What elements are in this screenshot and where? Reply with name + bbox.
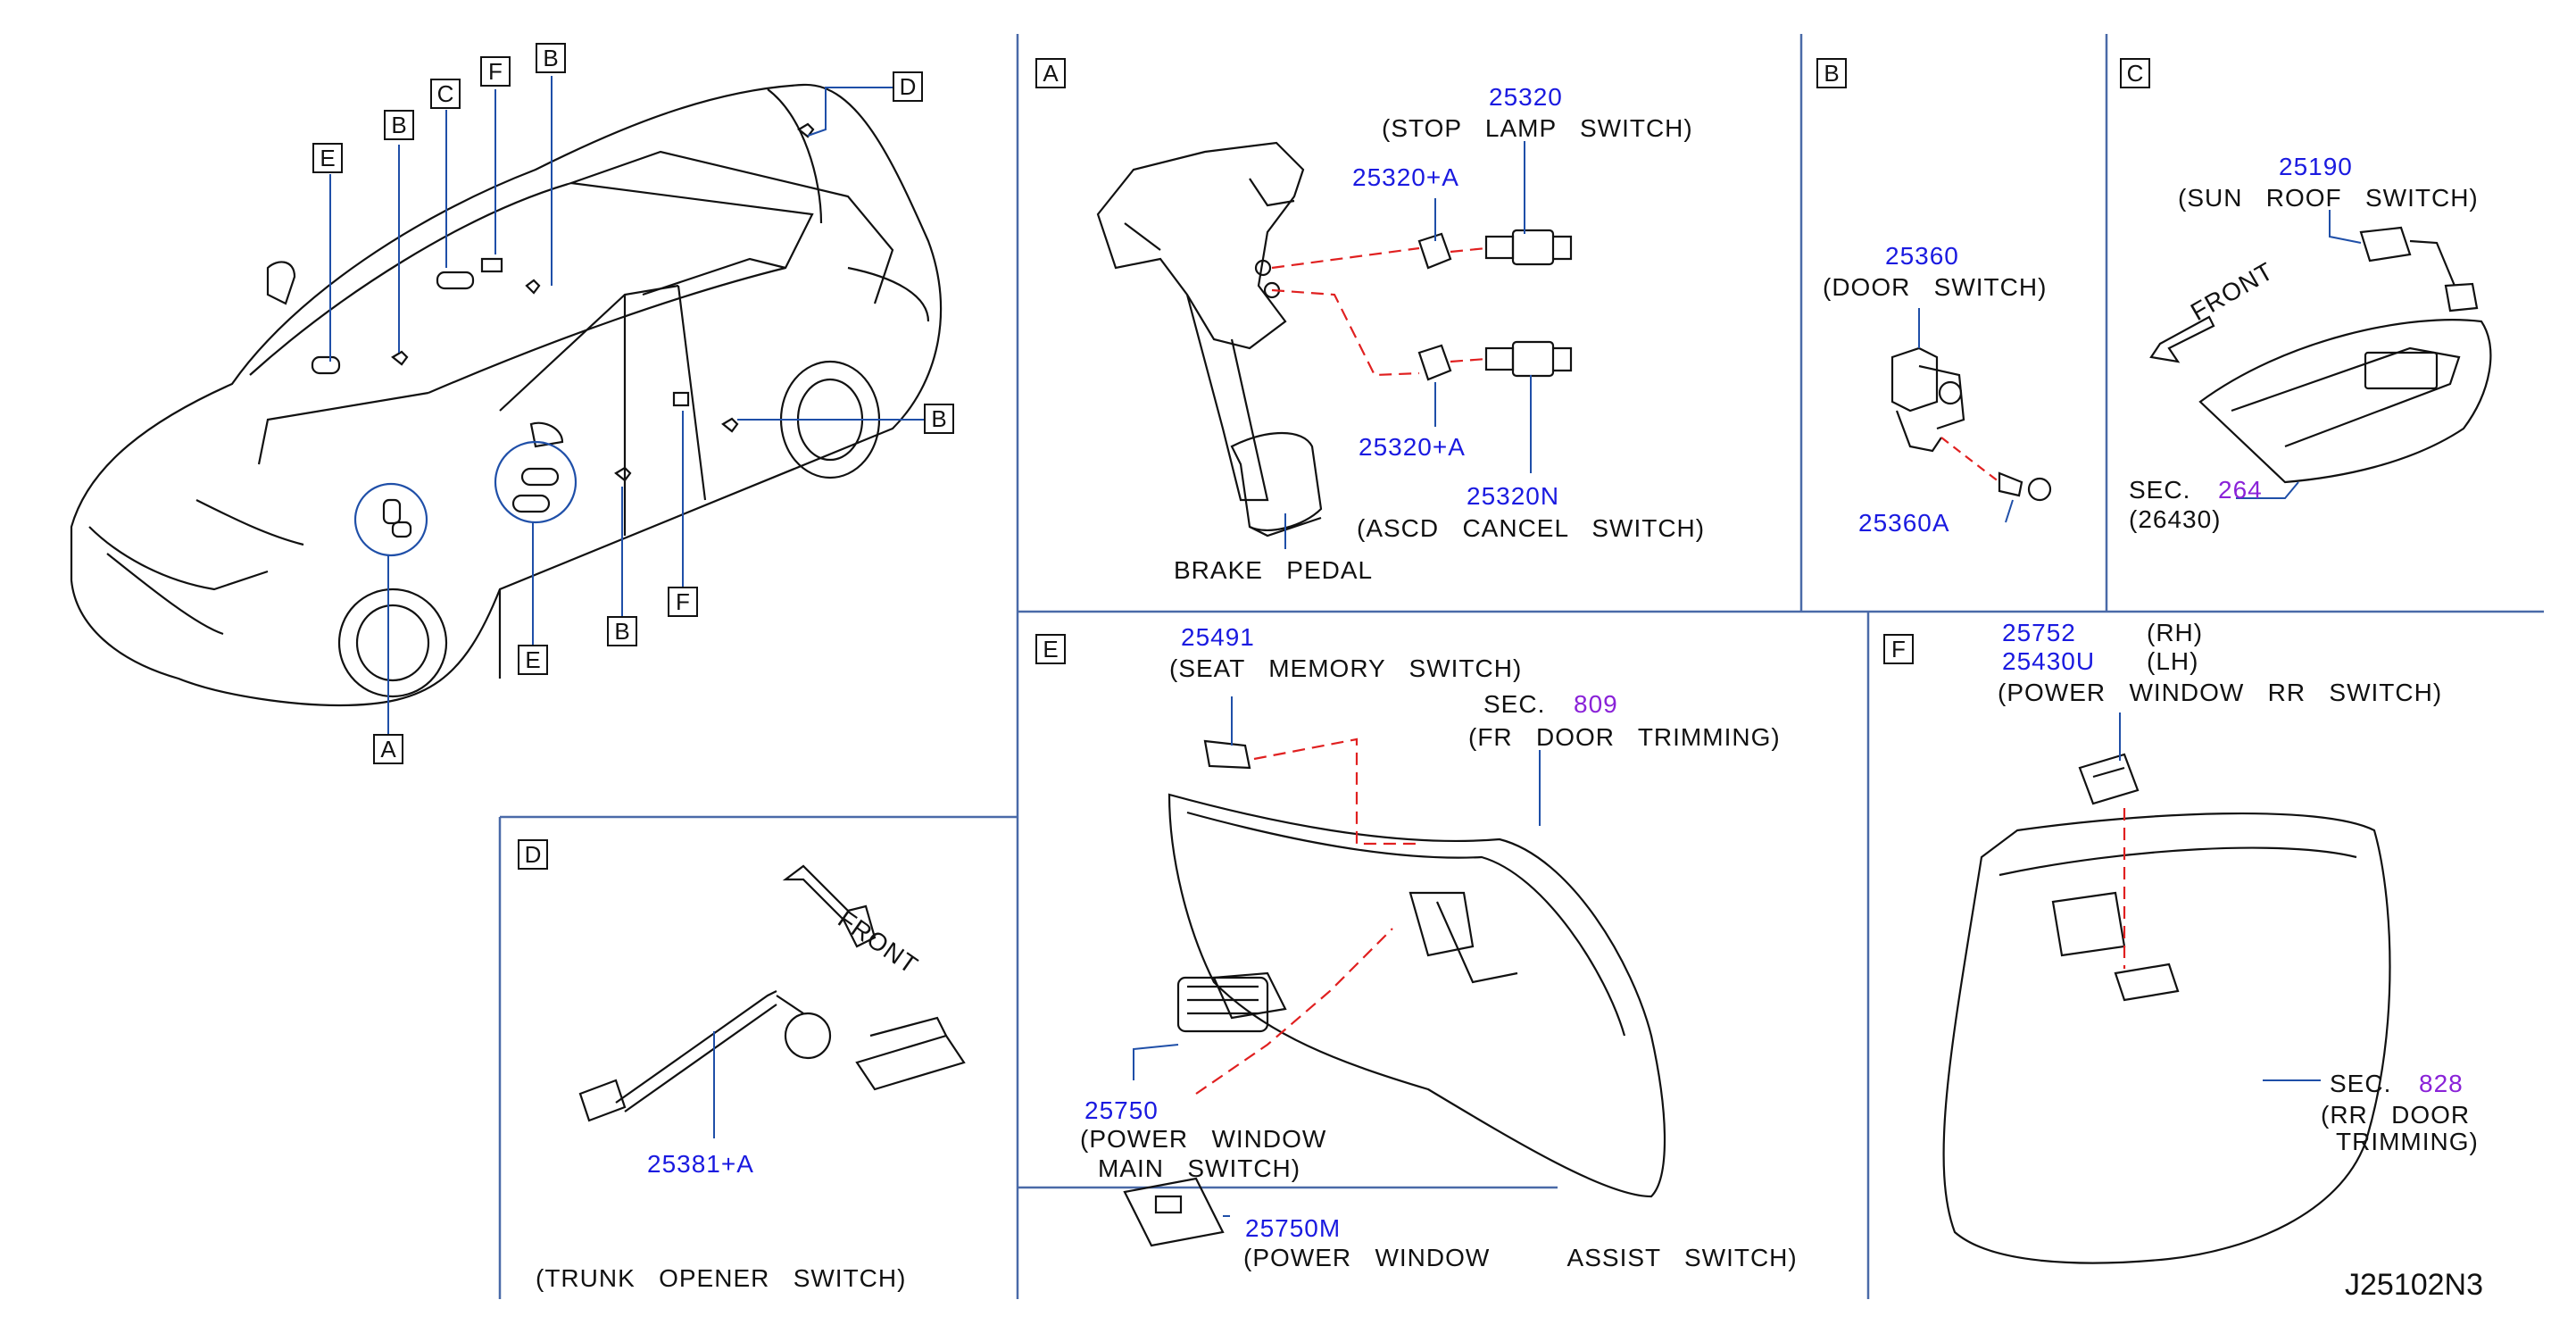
panel-b-dashed-link: [1940, 437, 2000, 483]
panel-a-dashed-links: [1271, 246, 1487, 377]
panel-e-letter: E: [1035, 634, 1066, 664]
brake-pedal-name: BRAKE PEDAL: [1174, 556, 1374, 584]
panel-f-sec-label: SEC.: [2330, 1070, 2392, 1097]
trunk-opener-art: [578, 864, 966, 1122]
stop-lamp-pn: 25320: [1489, 83, 1563, 111]
stop-lamp-nut-pn: 25320+A: [1352, 163, 1459, 191]
rr-switch-rh-pn: 25752: [2002, 619, 2076, 646]
panel-c-sec-subcode: (26430): [2129, 505, 2222, 533]
panel-f-leaders: [2119, 712, 2321, 1081]
callout-B-1: B: [384, 110, 414, 140]
callout-D: D: [893, 71, 923, 102]
door-screw-pn: 25360A: [1858, 509, 1950, 537]
panel-a-letter: A: [1035, 58, 1066, 88]
callout-F-bottom: F: [668, 587, 698, 617]
panel-e-sec-number: 809: [1574, 690, 1618, 718]
panel-a-leaders: [1284, 141, 1532, 549]
car-outline: [70, 83, 943, 707]
front-door-trim-art: [1123, 739, 1666, 1247]
rr-door-trimming-line1: (RR DOOR: [2321, 1101, 2471, 1129]
main-switch-name-line2: MAIN SWITCH): [1098, 1154, 1301, 1182]
seat-memory-pn: 25491: [1181, 623, 1255, 651]
seat-memory-name: (SEAT MEMORY SWITCH): [1169, 654, 1523, 682]
sunroof-switch-art: [2149, 226, 2492, 484]
rr-switch-lh-pn: 25430U: [2002, 647, 2096, 675]
callout-E-bottom: E: [518, 645, 548, 675]
ascd-name: (ASCD CANCEL SWITCH): [1357, 514, 1706, 542]
callout-F-top: F: [480, 56, 511, 87]
assist-switch-pn: 25750M: [1245, 1214, 1342, 1242]
callout-B-4: B: [607, 616, 637, 646]
panel-b-leaders: [1918, 308, 2014, 523]
panel-e-leaders: [1133, 696, 1541, 1217]
diagram-code: J25102N3: [2345, 1268, 2484, 1302]
brake-pedal-art: [1096, 141, 1323, 538]
panel-c-sec-label: SEC.: [2129, 476, 2191, 504]
panel-c-leaders: [2236, 210, 2362, 499]
door-switch-art: [1890, 346, 2052, 502]
rr-switch-lh-tag: (LH): [2147, 647, 2199, 675]
fr-door-trimming-name: (FR DOOR TRIMMING): [1468, 723, 1781, 751]
panel-b-letter: B: [1816, 58, 1847, 88]
callout-B-3: B: [924, 404, 954, 434]
main-switch-name-line1: (POWER WINDOW: [1080, 1125, 1327, 1153]
panel-dividers: [498, 34, 2544, 1299]
rr-switch-rh-tag: (RH): [2147, 619, 2204, 646]
stop-lamp-switch-art: [1417, 229, 1573, 381]
callout-B-2: B: [536, 43, 566, 73]
panel-c-sec-number: 264: [2218, 476, 2263, 504]
rear-door-trim-art: [1942, 753, 2391, 1264]
panel-e-dashed-links: [1195, 738, 1419, 1095]
sunroof-name: (SUN ROOF SWITCH): [2178, 184, 2479, 212]
panel-d-letter: D: [518, 839, 548, 870]
callout-A: A: [373, 734, 403, 764]
callout-E-top: E: [312, 143, 343, 173]
ascd-nut-pn: 25320+A: [1359, 433, 1466, 461]
stop-lamp-name: (STOP LAMP SWITCH): [1382, 114, 1693, 142]
trunk-opener-name: (TRUNK OPENER SWITCH): [536, 1264, 907, 1292]
panel-e-sec-label: SEC.: [1483, 690, 1546, 718]
overview-leaders: [329, 76, 924, 734]
door-switch-pn: 25360: [1885, 242, 1959, 270]
trunk-opener-pn: 25381+A: [647, 1150, 754, 1178]
rr-door-trimming-line2: TRIMMING): [2336, 1128, 2479, 1155]
main-switch-pn: 25750: [1084, 1096, 1159, 1124]
panel-c-letter: C: [2120, 58, 2150, 88]
rr-switch-name: (POWER WINDOW RR SWITCH): [1998, 679, 2443, 706]
assist-switch-name: (POWER WINDOW ASSIST SWITCH): [1243, 1244, 1798, 1271]
sunroof-pn: 25190: [2279, 153, 2353, 180]
ascd-pn: 25320N: [1467, 482, 1560, 510]
door-switch-name: (DOOR SWITCH): [1823, 273, 2048, 301]
callout-C: C: [430, 79, 461, 109]
panel-f-letter: F: [1883, 634, 1914, 664]
panel-f-sec-number: 828: [2419, 1070, 2464, 1097]
